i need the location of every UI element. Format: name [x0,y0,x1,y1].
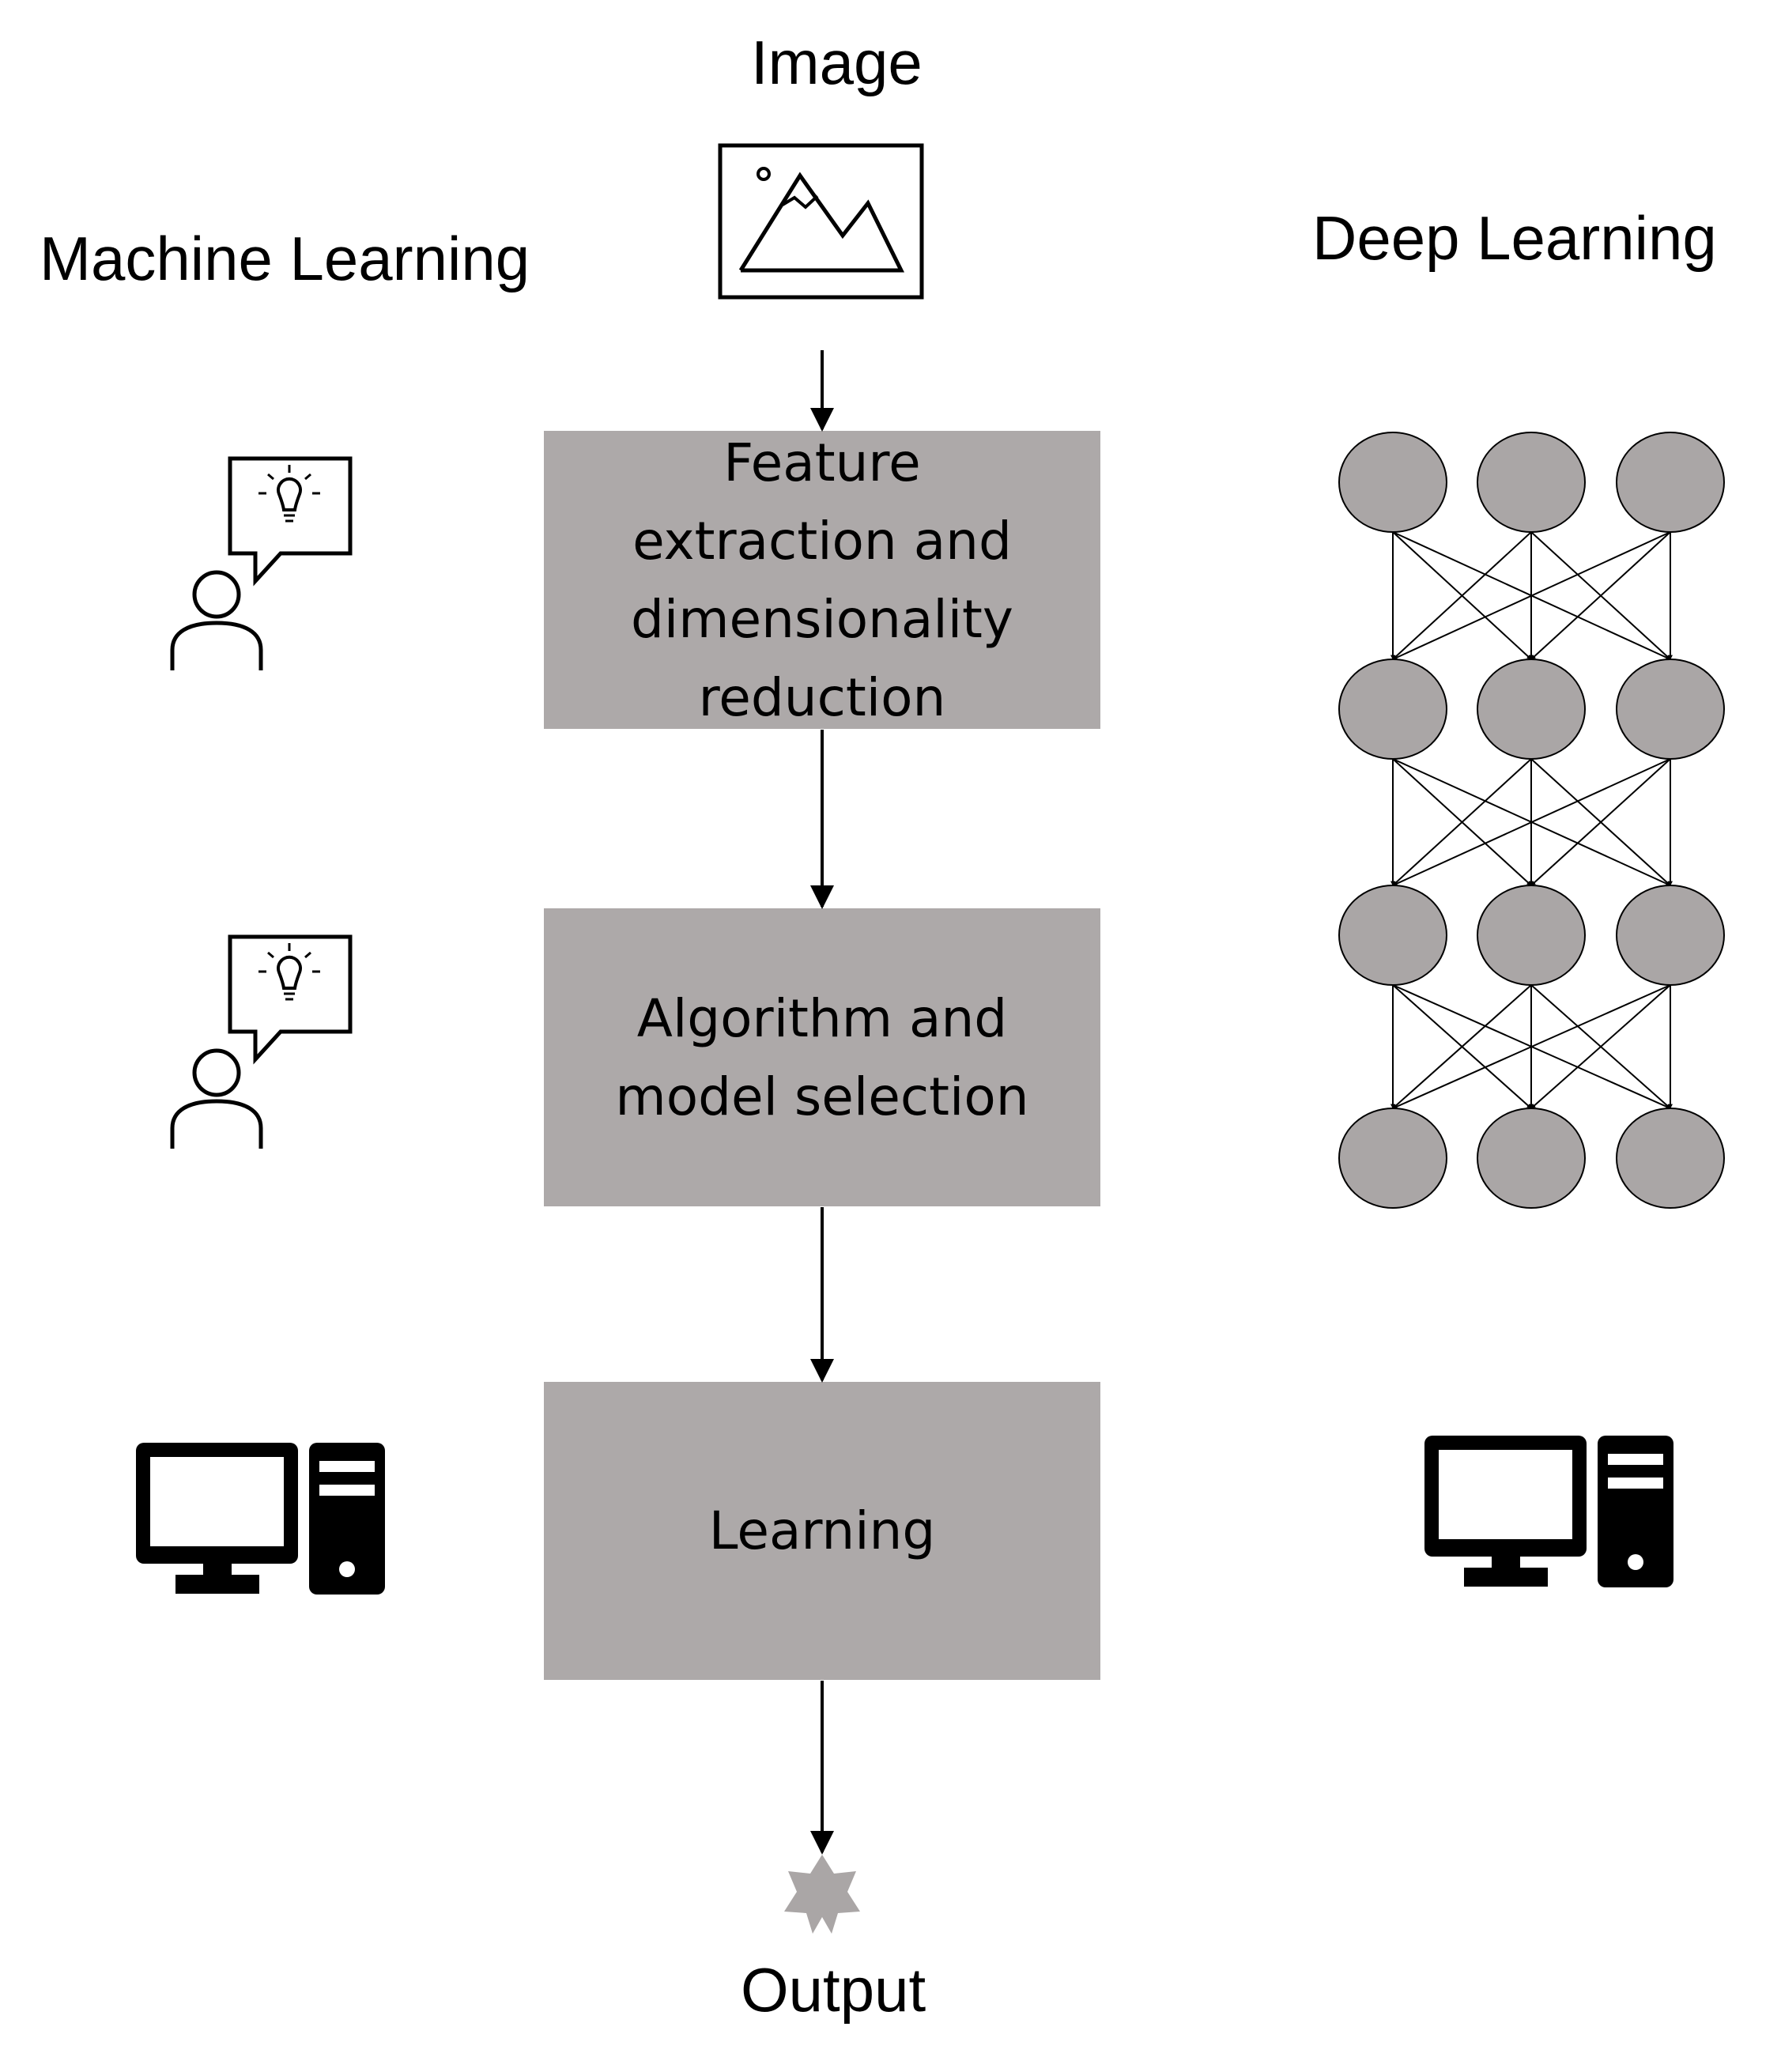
machine-learning-title: Machine Learning [40,224,530,293]
person-idea-icon [170,934,353,1149]
desktop-computer-icon [136,1443,385,1595]
network-node [1338,1108,1447,1209]
network-edge [1392,531,1532,660]
network-edge [1392,531,1671,660]
input-title: Image [751,28,923,97]
network-node [1477,432,1586,533]
network-node [1477,885,1586,986]
network-node [1616,659,1725,760]
network-nodes [1338,432,1725,1209]
network-node [1616,885,1725,986]
step-algorithm-selection: Algorithm and model selection [544,908,1100,1206]
deep-learning-title: Deep Learning [1312,203,1717,273]
network-edge [1392,758,1532,886]
network-connections [1390,531,1673,1109]
network-edge [1530,531,1671,660]
network-node [1477,659,1586,760]
network-edge [1392,984,1671,1109]
network-edge [1392,758,1671,886]
person-idea-icon [170,456,353,670]
step-label: Learning [708,1500,936,1561]
network-edge [1530,984,1671,1109]
output-title: Output [741,1955,926,2025]
step-label: Feature extraction and dimensionality re… [631,432,1013,728]
network-node [1338,885,1447,986]
network-node [1616,432,1725,533]
network-node [1477,1108,1586,1209]
output-star-icon [784,1855,860,1934]
step-feature-extraction: Feature extraction and dimensionality re… [544,431,1100,729]
image-icon [718,143,924,300]
step-learning: Learning [544,1382,1100,1680]
step-label: Algorithm and model selection [615,987,1029,1127]
network-node [1616,1108,1725,1209]
network-edge [1530,758,1671,886]
desktop-computer-icon [1424,1436,1673,1587]
network-edge [1392,984,1532,1109]
network-node [1338,659,1447,760]
network-node [1338,432,1447,533]
